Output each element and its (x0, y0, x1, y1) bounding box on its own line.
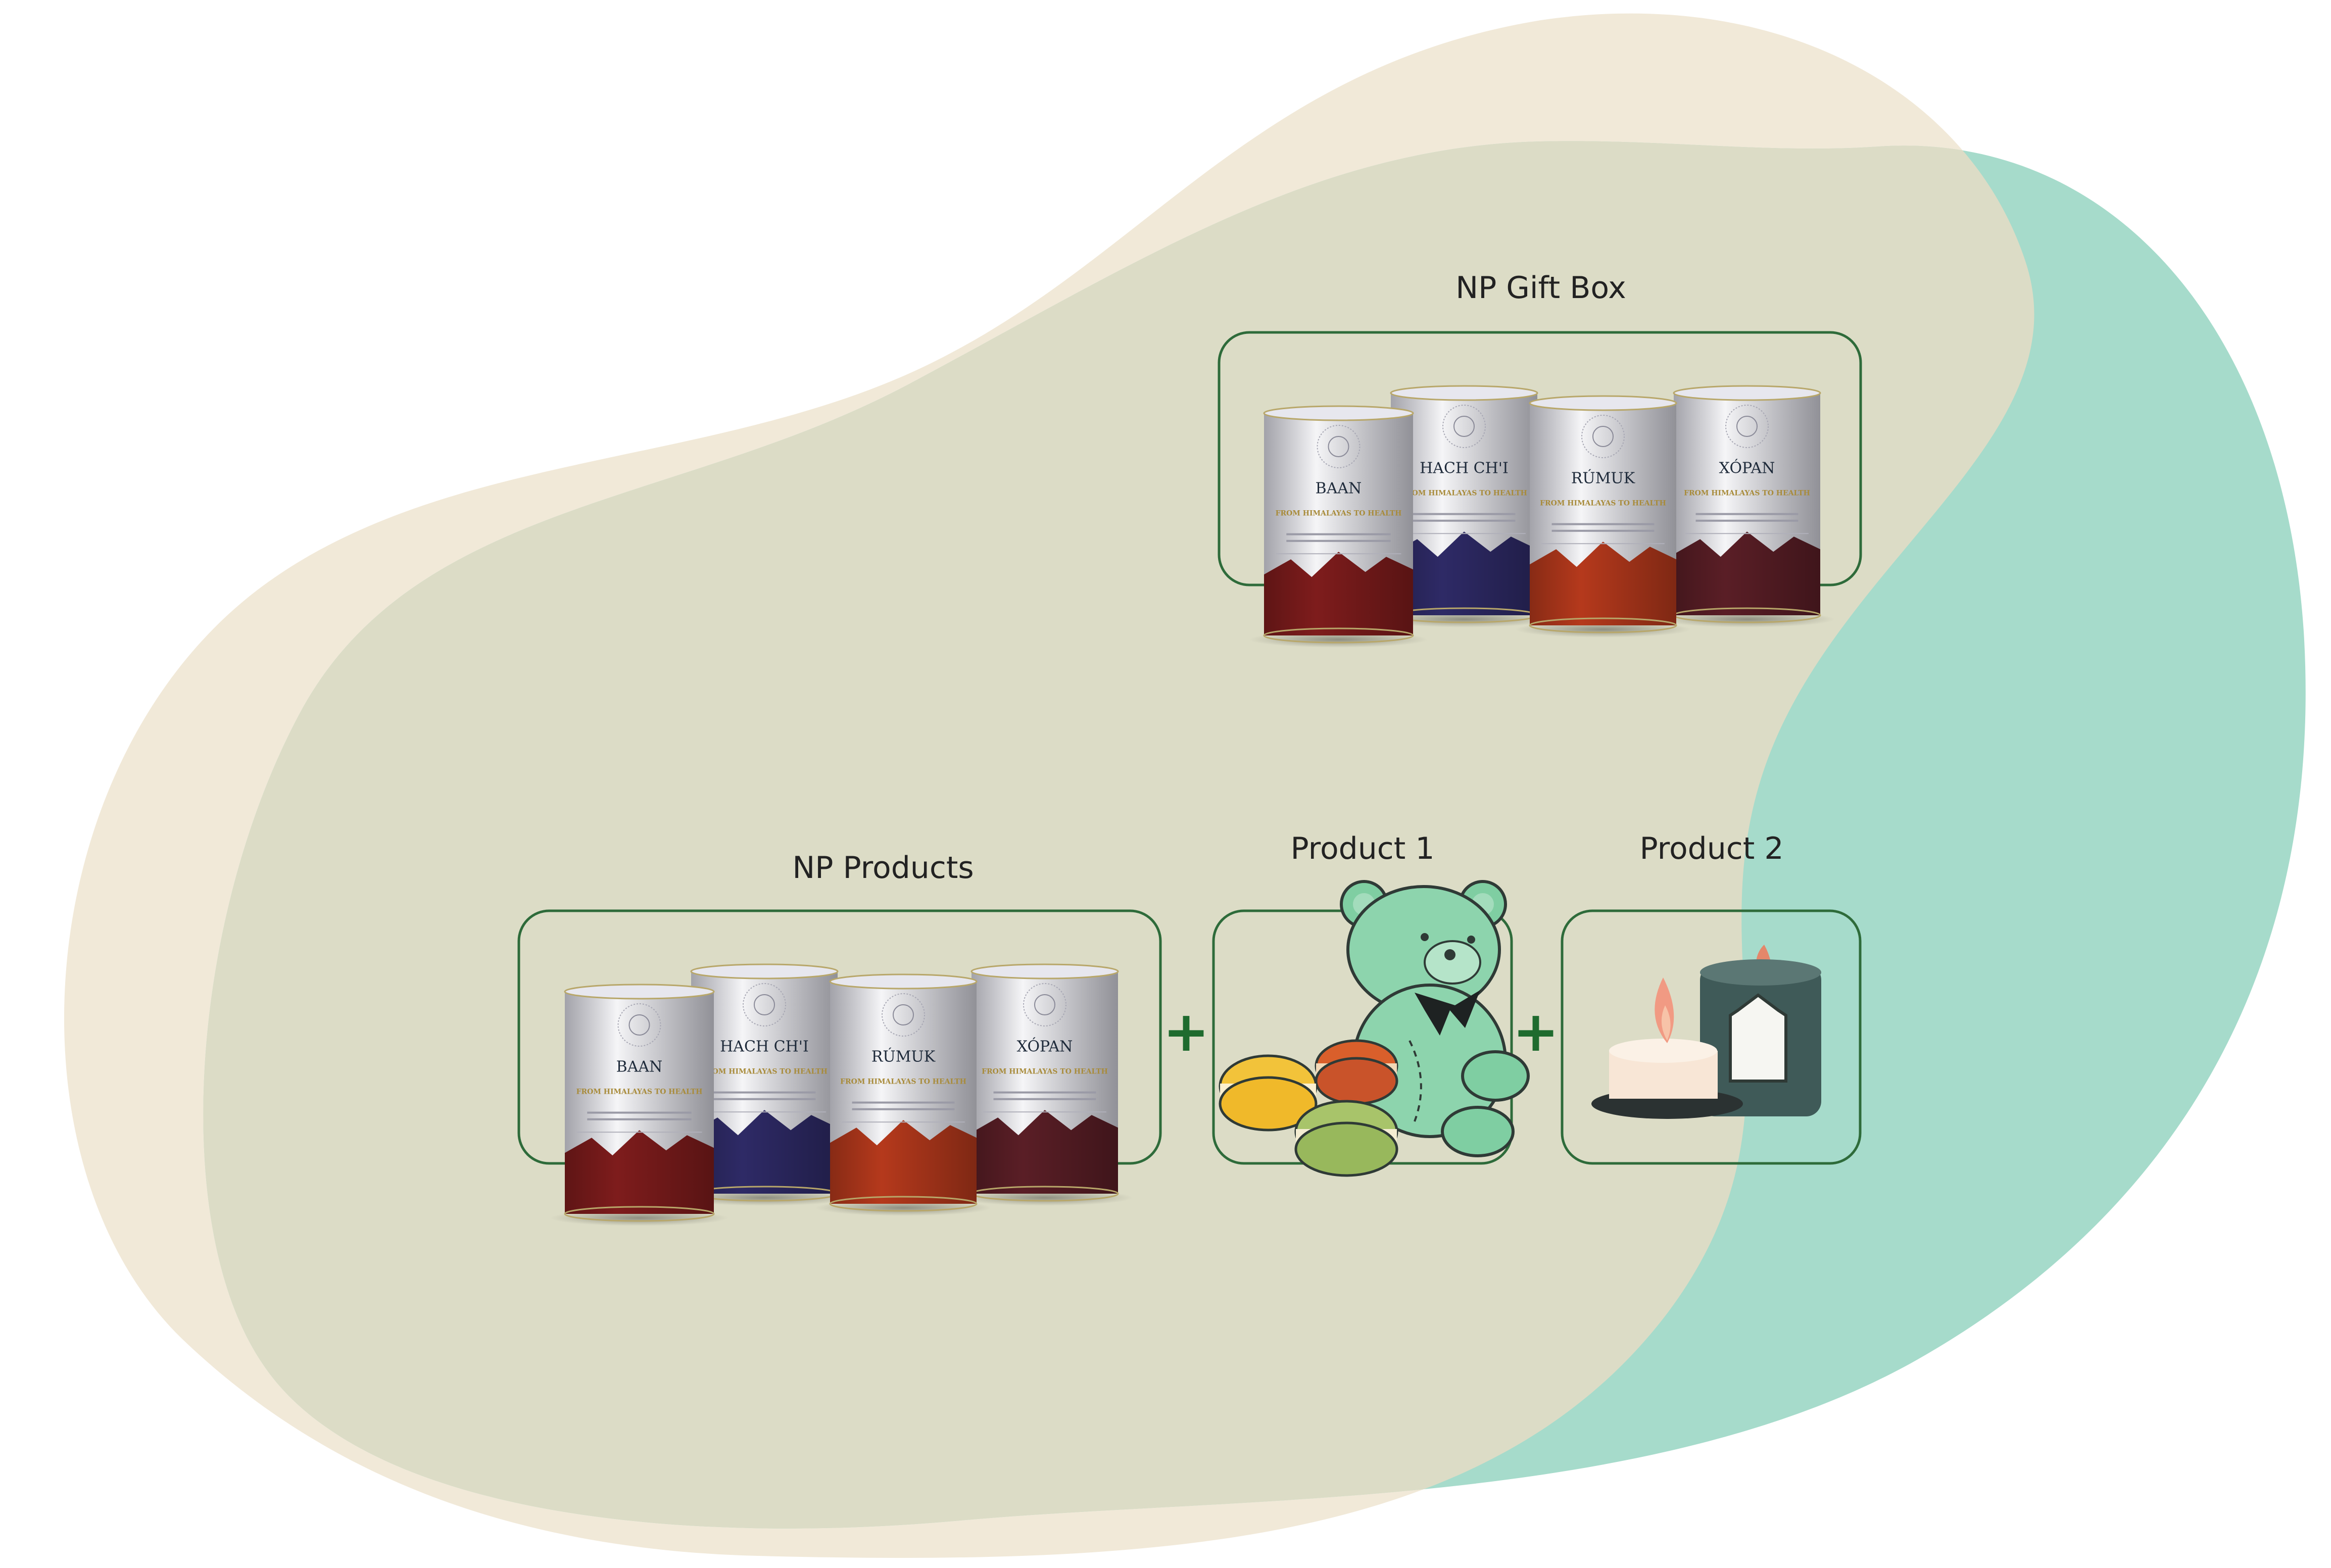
can-name: HACH CH'I (720, 1038, 809, 1055)
can-name: RÚMUK (1571, 469, 1635, 487)
can-name: RÚMUK (871, 1047, 936, 1065)
np-products-label: NP Products (792, 850, 974, 886)
gift-box-cans: HACH CH'I FROM HIMALAYAS TO HEALTH XÓPAN FR… (1249, 385, 1835, 648)
can-tagline: FROM HIMALAYAS TO HEALTH (1276, 509, 1402, 517)
np-gift-box-label: NP Gift Box (1455, 270, 1626, 306)
product-1-group: Product 1 (1212, 831, 1530, 1177)
tea-can: RÚMUK FROM HIMALAYAS TO HEALTH (1515, 395, 1691, 638)
product-2-frame (1561, 909, 1862, 1165)
product-1-label: Product 1 (1290, 831, 1434, 866)
can-tagline: FROM HIMALAYAS TO HEALTH (982, 1067, 1108, 1075)
tea-can: HACH CH'I FROM HIMALAYAS TO HEALTH (1376, 385, 1552, 627)
can-name: BAAN (616, 1058, 663, 1075)
plus-sign-1: + (1163, 999, 1209, 1064)
can-tagline: FROM HIMALAYAS TO HEALTH (1540, 499, 1666, 507)
np-products-group: NP Products HACH CH'I FROM HIMALAYAS TO H… (517, 850, 1162, 1226)
can-name: XÓPAN (1719, 459, 1775, 477)
tea-can: XÓPAN FROM HIMALAYAS TO HEALTH (1659, 385, 1835, 627)
np-products-cans: HACH CH'I FROM HIMALAYAS TO HEALTH XÓPAN FR… (550, 963, 1133, 1226)
can-tagline: FROM HIMALAYAS TO HEALTH (576, 1088, 703, 1096)
can-tagline: FROM HIMALAYAS TO HEALTH (1684, 489, 1810, 497)
tea-can: RÚMUK FROM HIMALAYAS TO HEALTH (815, 973, 991, 1216)
np-gift-box-group: NP Gift Box HACH CH'I FROM HIMALAYAS TO H… (1218, 270, 1862, 648)
tea-can: XÓPAN FROM HIMALAYAS TO HEALTH (957, 963, 1133, 1206)
candle-jar-icon (1700, 945, 1821, 1116)
product-2-label: Product 2 (1639, 831, 1783, 866)
can-tagline: FROM HIMALAYAS TO HEALTH (840, 1077, 966, 1086)
teddy-bear-icon (1320, 880, 1530, 1157)
tea-can: BAAN FROM HIMALAYAS TO HEALTH (1249, 405, 1428, 648)
can-name: HACH CH'I (1420, 459, 1509, 477)
macarons-icon (1219, 1039, 1398, 1177)
can-tagline: FROM HIMALAYAS TO HEALTH (1401, 489, 1527, 497)
tea-can: BAAN FROM HIMALAYAS TO HEALTH (550, 984, 729, 1226)
background-blobs (64, 13, 2306, 1558)
can-tagline: FROM HIMALAYAS TO HEALTH (701, 1067, 828, 1075)
can-name: XÓPAN (1017, 1037, 1073, 1055)
can-name: BAAN (1316, 479, 1362, 497)
tealight-candle-icon (1591, 977, 1743, 1119)
product-2-group: Product 2 (1561, 831, 1862, 1165)
tea-can: HACH CH'I FROM HIMALAYAS TO HEALTH (676, 963, 852, 1206)
plus-sign-2: + (1513, 999, 1559, 1064)
